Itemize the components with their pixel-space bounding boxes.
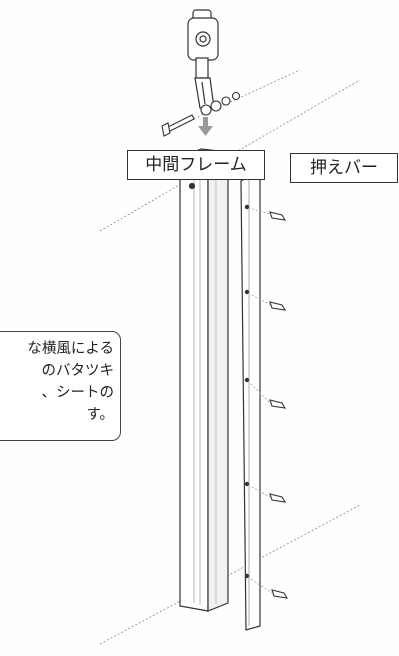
note-line: す。	[86, 407, 114, 423]
press-bar	[240, 172, 261, 631]
note-line: のバタツキ	[41, 363, 115, 379]
note-line: な横風による	[27, 341, 114, 357]
arrow-down-icon	[198, 117, 213, 136]
bolt-icon	[161, 91, 241, 137]
middle-frame-label: 中間フレーム	[127, 150, 265, 180]
guide-line-bottom	[99, 504, 361, 645]
press-bar-label: 押えバー	[290, 153, 398, 183]
screw-icon	[247, 207, 289, 599]
note-callout: な横風による のバタツキ 、シートの す。	[0, 331, 121, 441]
middle-frame	[177, 148, 231, 612]
hanger-bracket-icon	[187, 9, 219, 109]
note-line: 、シートの	[41, 385, 115, 401]
